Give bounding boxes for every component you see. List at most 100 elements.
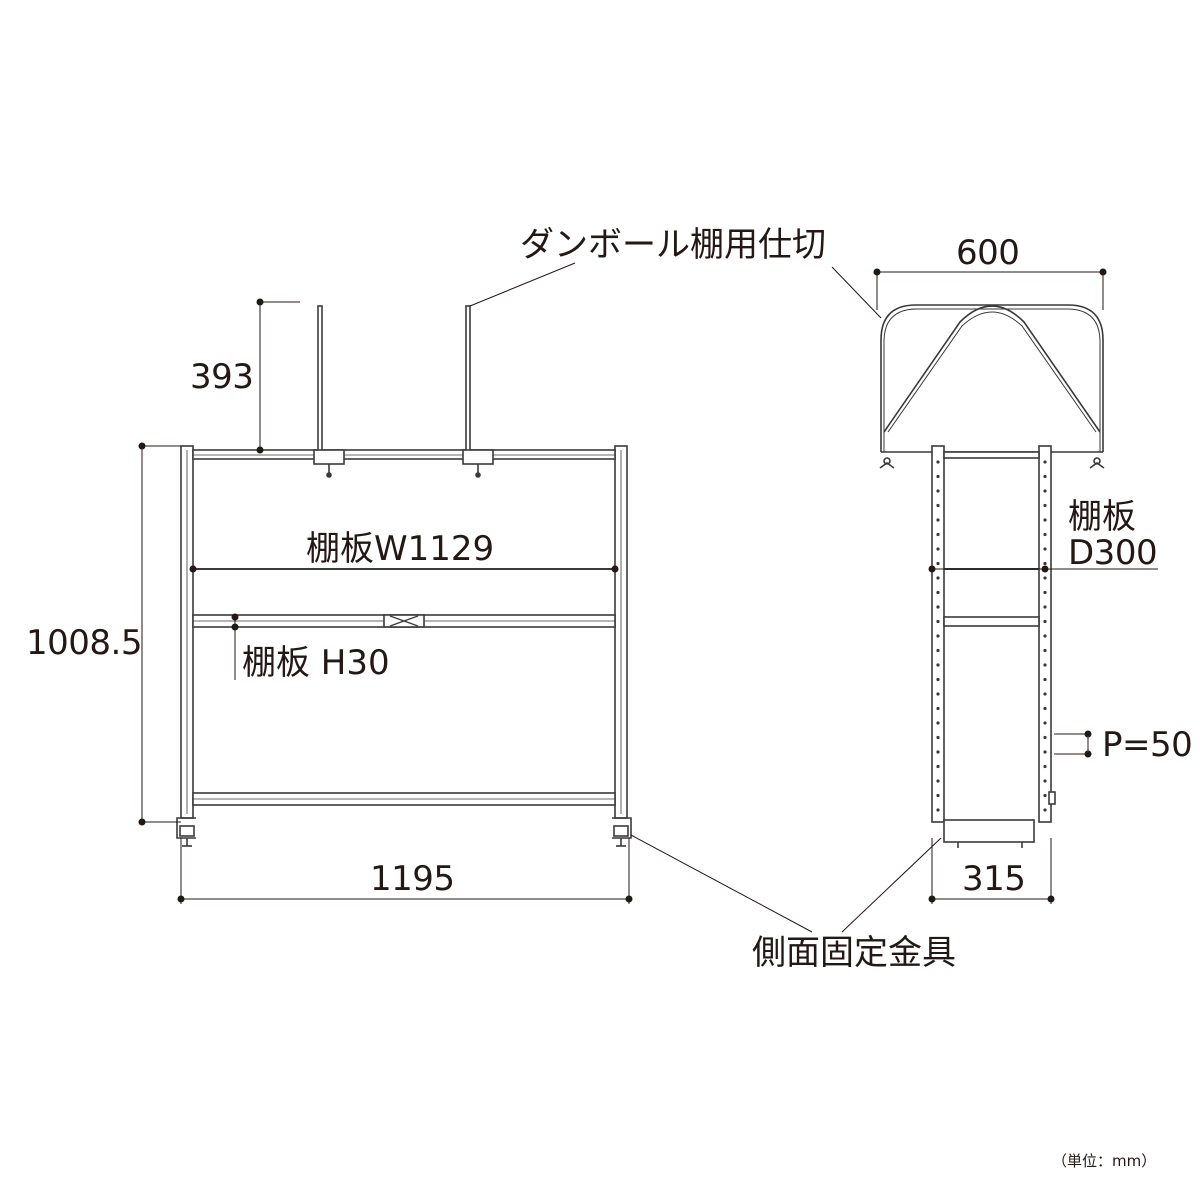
dot-393-top: [256, 298, 264, 306]
pitch-hole: [1043, 460, 1047, 464]
side-middle-bar: [943, 616, 1040, 627]
leader-bracket-side: [841, 837, 942, 933]
pitch-hole: [936, 677, 940, 682]
pitch-hole: [1043, 677, 1047, 682]
dim-1008-line: [141, 445, 181, 823]
pitch-hole: [1043, 561, 1047, 566]
side-partition-frame: [879, 304, 1105, 469]
unit-label: （単位：mm）: [1052, 1152, 1157, 1170]
shelf-width-label: 棚板W1129: [306, 529, 495, 569]
dot-h30-bottom: [231, 623, 239, 631]
dot-1008-bottom: [138, 818, 146, 826]
side-bracket-label: 側面固定金具: [752, 933, 956, 973]
dot-h30-top: [231, 613, 239, 621]
partition-label: ダンボール棚用仕切: [520, 225, 826, 265]
pitch-hole: [936, 561, 940, 566]
pitch-label: P=50: [1102, 725, 1193, 765]
pitch-hole: [936, 590, 940, 595]
dot-393-bottom: [256, 446, 264, 454]
pitch-hole: [936, 547, 940, 551]
pitch-hole: [936, 692, 940, 696]
pitch-hole: [1043, 532, 1047, 537]
side-left-pitch-holes: [936, 460, 940, 812]
dim-1195-line: [180, 838, 630, 904]
pitch-hole: [1043, 735, 1047, 740]
front-left-clamp: [176, 817, 196, 847]
pitch-hole: [1043, 605, 1047, 609]
pitch-hole: [936, 576, 940, 580]
front-right-upright: [614, 445, 628, 819]
pitch-hole: [936, 605, 940, 609]
shelf-depth-label-line2: D300: [1068, 533, 1158, 573]
pitch-hole: [936, 648, 940, 653]
pitch-hole: [1043, 764, 1047, 769]
pitch-hole: [1043, 779, 1047, 783]
dot-1195-right: [625, 895, 633, 903]
front-bottom-bar: [192, 792, 616, 806]
front-top-rail: [192, 449, 616, 460]
dim-393-line: [259, 301, 300, 450]
pitch-hole: [1043, 692, 1047, 696]
pitch-hole: [1043, 547, 1047, 551]
front-partition-left: [313, 305, 345, 478]
dot-w1129-right: [611, 565, 619, 573]
front-partition-right: [462, 305, 494, 478]
base-depth-label: 315: [962, 859, 1026, 899]
dot-315-right: [1047, 895, 1055, 903]
pitch-hole: [1043, 706, 1047, 711]
pitch-hole: [936, 808, 940, 812]
pitch-hole: [936, 735, 940, 740]
leader-partition-side: [831, 266, 882, 319]
pitch-hole: [1043, 750, 1047, 754]
dot-p50-bottom: [1084, 750, 1092, 758]
side-bottom-bracket: [943, 791, 1056, 848]
dim-315-line: [931, 838, 1052, 904]
pitch-hole: [936, 634, 940, 638]
dot-p50-top: [1084, 730, 1092, 738]
pitch-hole: [1043, 576, 1047, 580]
dot-w1129-left: [189, 565, 197, 573]
pitch-hole: [1043, 518, 1047, 522]
pitch-hole: [936, 460, 940, 464]
pitch-hole: [936, 663, 940, 667]
total-width-label: 1195: [370, 859, 455, 899]
pitch-hole: [936, 721, 940, 725]
side-left-upright: [931, 445, 945, 823]
dim-p50-line: [1054, 733, 1089, 755]
pitch-hole: [936, 779, 940, 783]
side-view: [879, 304, 1105, 848]
pitch-hole: [1043, 793, 1047, 798]
dot-d300-right: [1041, 565, 1049, 573]
pitch-hole: [936, 532, 940, 537]
pitch-hole: [936, 750, 940, 754]
leader-partition-front: [469, 262, 576, 307]
leader-bracket-front: [630, 834, 813, 933]
pitch-hole: [1043, 503, 1047, 508]
side-depth-label: 600: [956, 233, 1020, 273]
pitch-hole: [936, 619, 940, 624]
pitch-hole: [936, 503, 940, 508]
shelf-height-label: 棚板 H30: [242, 643, 390, 683]
side-top-rail: [943, 451, 1040, 459]
dot-d300-left: [928, 565, 936, 573]
side-right-upright: [1038, 445, 1052, 823]
pitch-hole: [1043, 648, 1047, 653]
front-view: [176, 305, 632, 847]
partition-height-label: 393: [190, 357, 254, 397]
shelf-depth-label-line1: 棚板: [1068, 497, 1136, 537]
pitch-hole: [1043, 634, 1047, 638]
dot-315-left: [928, 895, 936, 903]
pitch-hole: [1043, 590, 1047, 595]
pitch-hole: [1043, 721, 1047, 725]
pitch-hole: [1043, 474, 1047, 479]
pitch-hole: [936, 793, 940, 798]
dim-600-line: [876, 271, 1104, 310]
pitch-hole: [1043, 619, 1047, 624]
front-middle-bar: [192, 614, 616, 628]
pitch-hole: [936, 474, 940, 479]
pitch-hole: [1043, 808, 1047, 812]
dot-600-right: [1099, 268, 1107, 276]
dot-1195-left: [177, 895, 185, 903]
front-left-upright: [180, 445, 194, 819]
